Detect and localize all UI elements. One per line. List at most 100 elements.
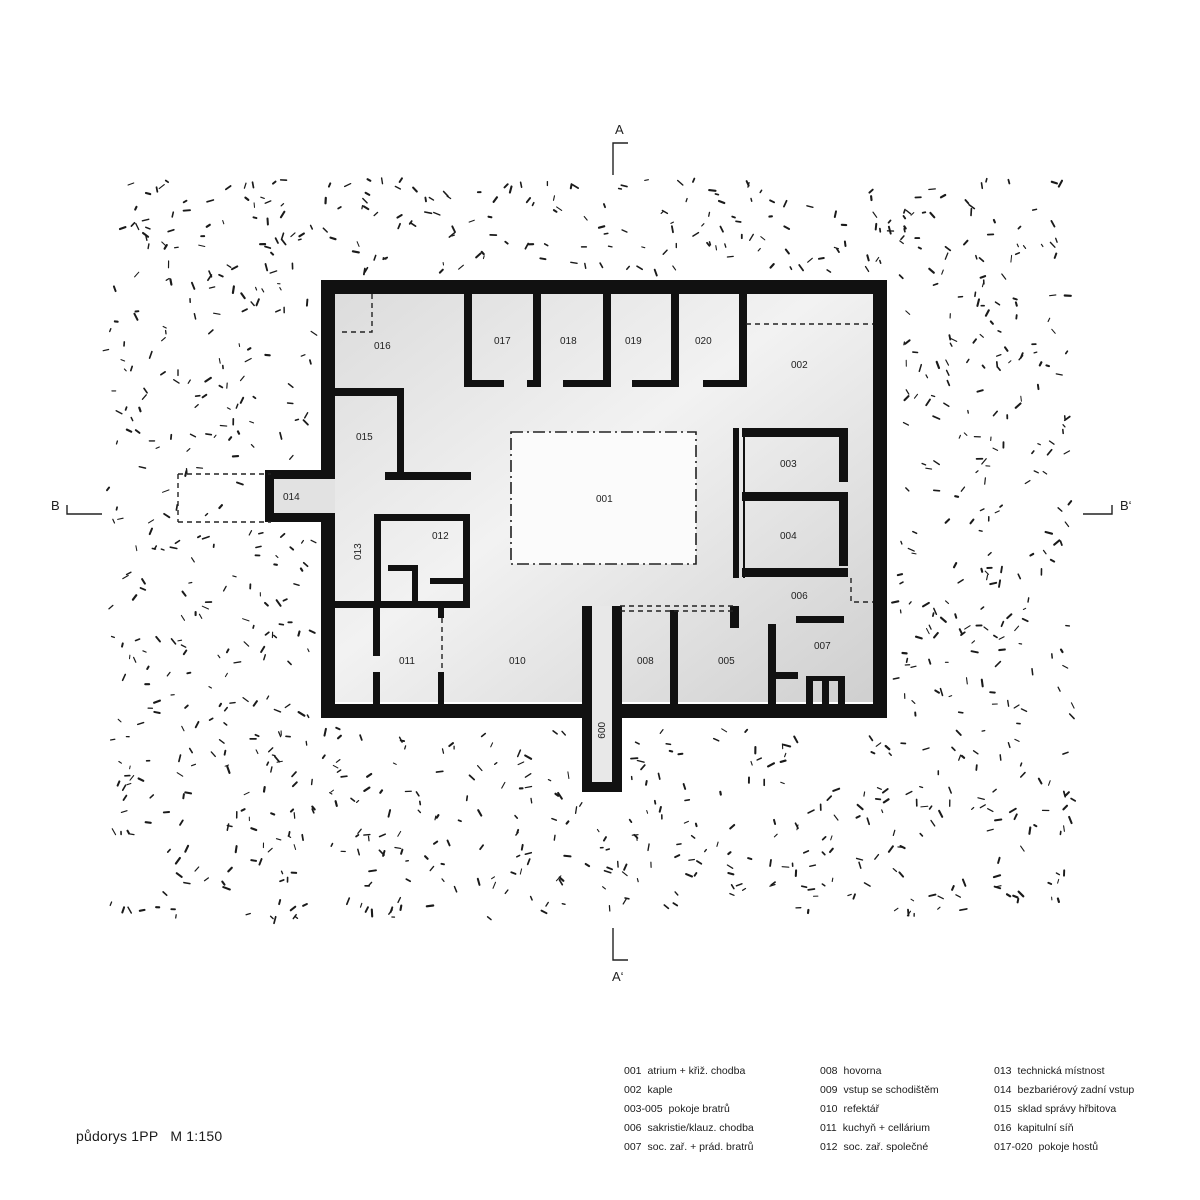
legend-label: sklad správy hřbitova [1017,1103,1117,1115]
room-label-018: 018 [560,336,577,347]
soil-hatch-stroke [551,817,558,821]
soil-hatch-stroke [782,743,792,748]
soil-hatch-stroke [453,885,458,893]
soil-hatch-stroke [201,535,210,540]
soil-hatch-stroke [492,196,499,203]
soil-hatch-stroke [308,629,316,634]
soil-hatch-stroke [1057,686,1061,692]
soil-hatch-stroke [1062,804,1069,811]
legend-label: bezbariérový zadní vstup [1017,1084,1135,1096]
legend-code: 015 [994,1103,1012,1115]
soil-hatch-stroke [183,881,191,885]
soil-hatch-stroke [175,503,179,511]
soil-hatch-stroke [833,814,839,821]
soil-hatch-stroke [264,601,269,607]
legend-code: 012 [820,1141,838,1153]
soil-hatch-stroke [809,864,817,868]
soil-hatch-stroke [721,728,728,733]
soil-hatch-stroke [287,660,292,666]
soil-hatch-stroke [906,910,912,917]
soil-hatch-stroke [279,210,286,219]
soil-hatch-stroke [525,197,532,204]
soil-hatch-stroke [329,792,333,795]
soil-hatch-stroke [994,660,1002,668]
soil-hatch-stroke [244,357,252,363]
soil-hatch-stroke [995,361,999,368]
soil-hatch-stroke [628,818,633,823]
soil-hatch-stroke [981,364,986,369]
soil-hatch-stroke [876,787,882,790]
soil-hatch-stroke [980,567,984,573]
soil-hatch-stroke [1057,179,1064,188]
soil-hatch-stroke [896,573,904,577]
soil-hatch-stroke [289,808,295,813]
soil-hatch-stroke [826,795,833,801]
soil-hatch-stroke [640,764,646,771]
soil-hatch-stroke [969,518,975,525]
soil-hatch-stroke [146,665,150,671]
soil-hatch-stroke [928,267,935,274]
soil-hatch-stroke [665,743,672,746]
soil-hatch-stroke [946,379,951,387]
soil-hatch-stroke [118,226,127,231]
soil-hatch-stroke [161,241,167,247]
soil-hatch-stroke [223,706,228,712]
soil-hatch-stroke [270,766,273,773]
soil-hatch-stroke [949,337,958,342]
soil-hatch-stroke [930,394,936,398]
soil-hatch-stroke [110,635,115,639]
soil-hatch-stroke [141,218,150,222]
soil-hatch-stroke [132,656,137,663]
soil-hatch-stroke [231,285,235,294]
soil-hatch-stroke [329,236,337,241]
soil-hatch-stroke [309,359,312,365]
soil-hatch-stroke [1000,620,1005,628]
soil-hatch-stroke [270,251,275,256]
soil-hatch-stroke [222,886,231,891]
soil-hatch-stroke [879,259,882,264]
soil-hatch-stroke [118,760,122,764]
soil-hatch-stroke [226,264,232,268]
soil-hatch-stroke [571,184,580,189]
soil-hatch-stroke [155,446,160,449]
soil-hatch-stroke [1029,552,1035,557]
legend-code: 016 [994,1122,1012,1134]
soil-hatch-stroke [368,869,377,873]
soil-hatch-stroke [1031,208,1038,211]
soil-hatch-stroke [911,552,917,555]
room-label-013: 013 [353,543,364,560]
soil-hatch-stroke [194,403,199,409]
soil-hatch-stroke [992,447,999,451]
soil-hatch-stroke [769,199,776,204]
soil-hatch-stroke [945,369,950,376]
soil-hatch-stroke [1007,178,1011,185]
soil-hatch-stroke [891,600,900,604]
soil-hatch-stroke [343,182,352,188]
soil-hatch-stroke [836,248,840,253]
walls [265,280,887,792]
soil-hatch-stroke [1064,791,1070,797]
soil-hatch-stroke [1019,762,1023,767]
soil-hatch-stroke [1062,790,1067,798]
soil-hatch-stroke [938,809,944,818]
soil-hatch-stroke [173,379,180,384]
soil-hatch-stroke [855,857,864,861]
soil-hatch-stroke [428,196,435,201]
soil-hatch-stroke [584,262,587,270]
soil-hatch-stroke [583,215,588,221]
soil-hatch-stroke [971,640,976,644]
soil-hatch-stroke [446,195,452,200]
soil-hatch-stroke [155,635,161,643]
soil-hatch-stroke [180,614,186,621]
soil-hatch-stroke [398,177,403,183]
soil-hatch-stroke [989,581,998,586]
soil-hatch-stroke [997,330,1002,333]
soil-hatch-stroke [289,546,295,551]
soil-hatch-stroke [109,328,112,333]
soil-hatch-stroke [887,225,892,235]
soil-hatch-stroke [397,222,401,230]
legend-label: technická místnost [1017,1065,1105,1077]
soil-hatch-stroke [914,635,923,640]
soil-hatch-stroke [468,774,476,781]
soil-hatch-stroke [266,695,270,700]
